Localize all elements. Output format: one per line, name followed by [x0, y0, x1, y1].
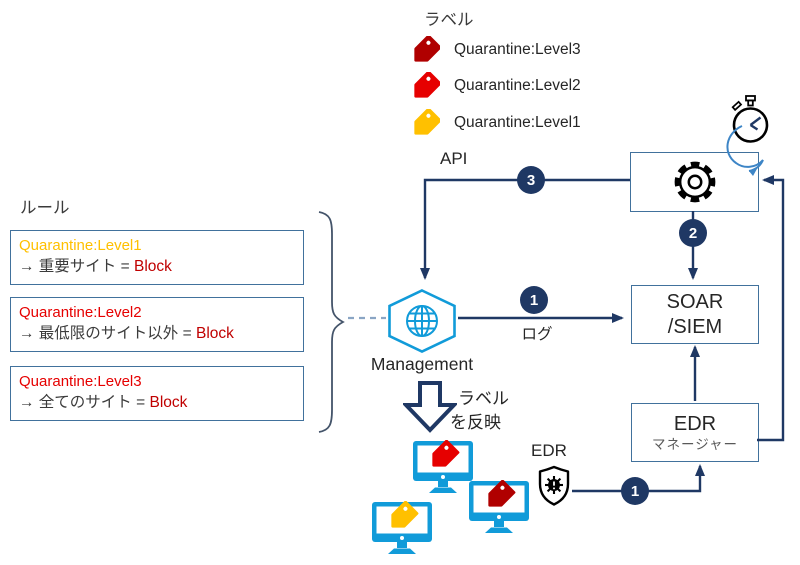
soar-label-line2: /SIEM: [667, 315, 723, 338]
legend-title: ラベル: [424, 11, 474, 29]
rule-tag-label: Quarantine:Level3: [19, 373, 142, 390]
management-hexagon: [387, 289, 457, 353]
soar-siem-box: SOAR /SIEM: [631, 285, 759, 344]
monitor-icon: [468, 480, 530, 536]
rule-condition: → 重要サイト = Block: [19, 258, 172, 275]
legend-item-level3: Quarantine:Level3: [454, 41, 581, 58]
apply-label-line2: を反映: [450, 413, 501, 432]
rule-box-level3: Quarantine:Level3 → 全てのサイト = Block: [10, 366, 304, 421]
step-badge-1-edr: 1: [621, 477, 649, 505]
soar-label-line1: SOAR: [666, 290, 724, 313]
apply-label-line1: ラベル: [458, 389, 509, 408]
step-badge-2: 2: [679, 219, 707, 247]
monitor-icon: [412, 440, 474, 496]
shield-virus-icon: [537, 464, 571, 508]
stopwatch-icon: [724, 94, 778, 152]
gear-icon: [674, 161, 715, 203]
tag-icon: [410, 36, 440, 66]
curly-brace: [316, 210, 346, 434]
step-badge-3: 3: [517, 166, 545, 194]
rule-box-level1: Quarantine:Level1 → 重要サイト = Block: [10, 230, 304, 285]
edr-agent-label: EDR: [531, 441, 567, 460]
legend-item-level2: Quarantine:Level2: [454, 77, 581, 94]
tag-icon: [432, 440, 460, 467]
big-down-arrow-icon: [403, 381, 457, 433]
edr-manager-label-line1: EDR: [673, 413, 717, 435]
rule-condition: → 最低限のサイト以外 = Block: [19, 325, 234, 342]
globe-icon: [406, 305, 438, 337]
edr-to-scheduler-arrow: [757, 175, 785, 442]
rule-action: Block: [133, 258, 172, 275]
tag-icon: [410, 109, 440, 139]
rule-action: Block: [195, 325, 234, 342]
api-label: API: [440, 149, 468, 168]
tag-icon: [391, 501, 419, 528]
legend-item-level1: Quarantine:Level1: [454, 114, 581, 131]
rule-action: Block: [149, 394, 188, 411]
rule-box-level2: Quarantine:Level2 → 最低限のサイト以外 = Block: [10, 297, 304, 352]
rule-tag-label: Quarantine:Level1: [19, 237, 142, 254]
log-label: ログ: [521, 326, 553, 343]
tag-icon: [488, 480, 516, 507]
step-badge-1-log: 1: [520, 286, 548, 314]
edr-manager-label-line2: マネージャー: [651, 437, 739, 452]
tag-icon: [410, 72, 440, 102]
edr-manager-box: EDR マネージャー: [631, 403, 759, 462]
rule-condition: → 全てのサイト = Block: [19, 394, 188, 411]
rules-title: ルール: [20, 199, 70, 217]
api-connector-arrow: [420, 178, 630, 280]
rule-tag-label: Quarantine:Level2: [19, 304, 142, 321]
monitor-icon: [371, 501, 433, 557]
management-label: Management: [370, 354, 474, 374]
scheduler-box: [630, 152, 759, 212]
